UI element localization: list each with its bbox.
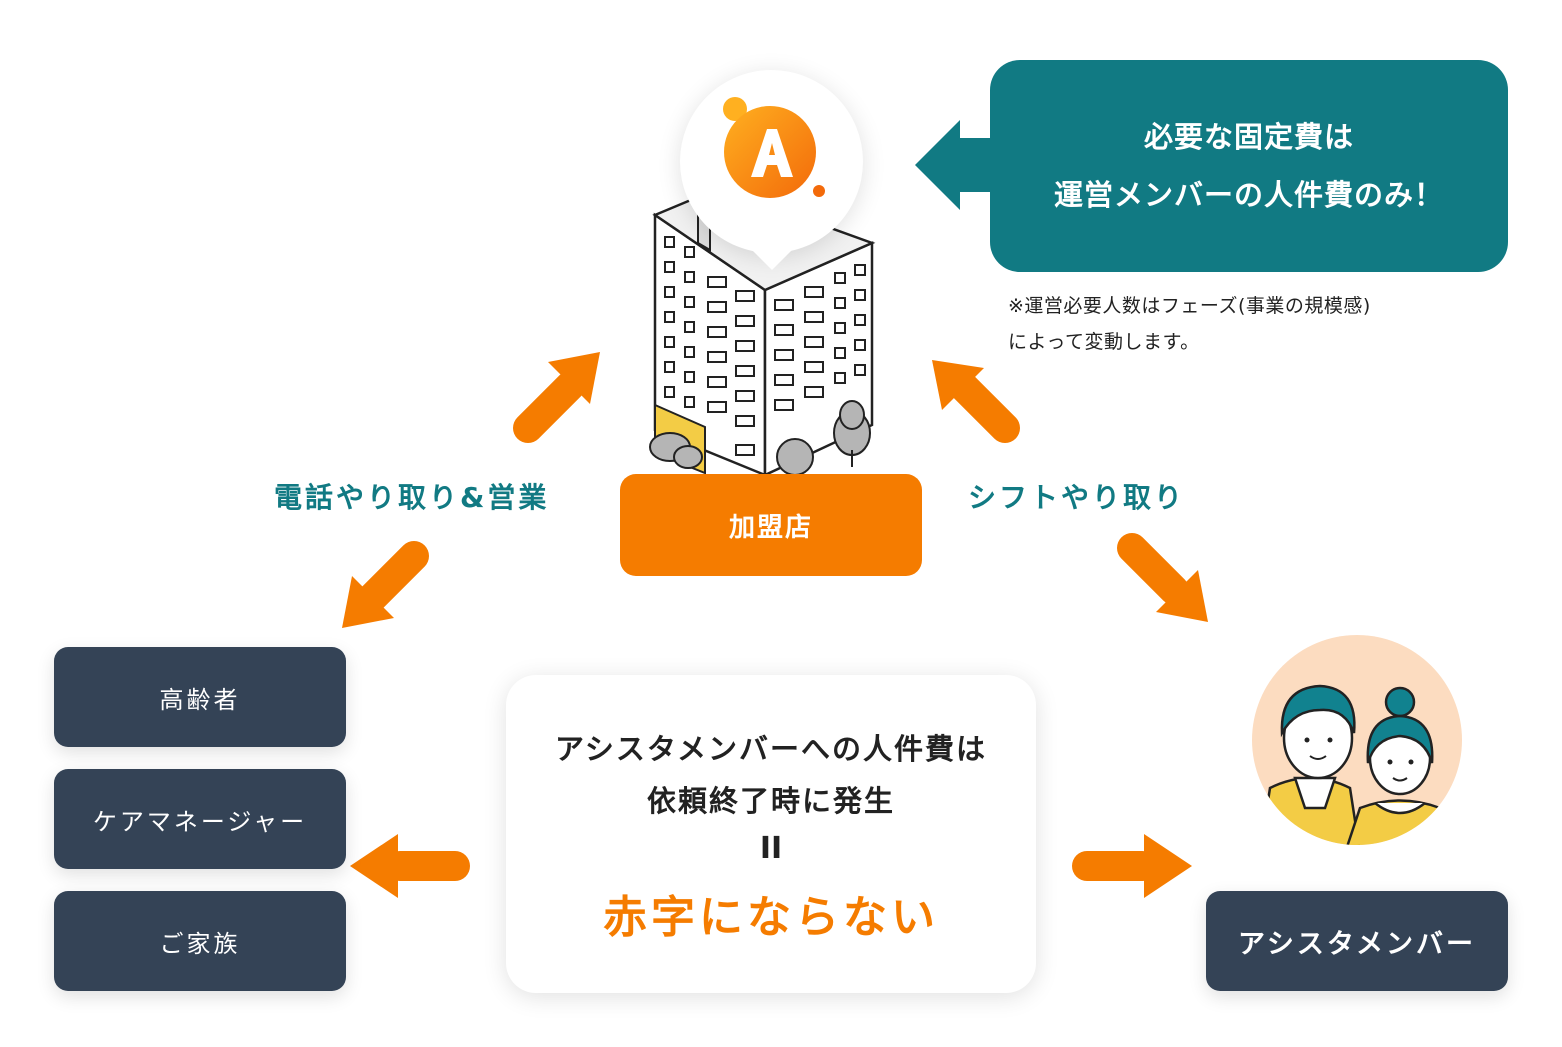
arrow-up-right-icon <box>513 352 600 443</box>
store-label: 加盟店 <box>620 474 922 576</box>
right-flow-label: シフトやり取り <box>968 481 1186 514</box>
note-line-1: ※運営必要人数はフェーズ(事業の規模感) <box>1008 295 1371 317</box>
client-box-care-manager: ケアマネージャー <box>54 769 346 869</box>
callout-arrow-icon <box>915 120 990 210</box>
callout-line-1: 必要な固定費は <box>1143 120 1354 154</box>
equals-sign: II <box>759 831 783 866</box>
bubble-line-1: アシスタメンバーへの人件費は <box>555 732 987 766</box>
logo-bubble-tail <box>750 248 794 270</box>
bubble-line-2: 依頼終了時に発生 <box>646 784 895 818</box>
logo-icon <box>723 97 825 198</box>
staffing-note: ※運営必要人数はフェーズ(事業の規模感) によって変動します。 <box>1008 288 1371 360</box>
arrow-down-left-icon <box>342 541 429 628</box>
left-flow-label: 電話やり取り&営業 <box>274 481 550 514</box>
client-box-elderly: 高齢者 <box>54 647 346 747</box>
arrow-right-icon <box>1072 834 1192 898</box>
note-line-2: によって変動します。 <box>1008 331 1200 353</box>
client-box-family: ご家族 <box>54 891 346 991</box>
arrow-down-right-icon <box>1117 533 1208 622</box>
member-label: アシスタメンバー <box>1206 891 1508 991</box>
cost-explanation-bubble: アシスタメンバーへの人件費は 依頼終了時に発生 II 赤字にならない <box>506 675 1036 993</box>
callout-line-2: 運営メンバーの人件費のみ！ <box>1053 178 1444 212</box>
fixed-cost-callout: 必要な固定費は 運営メンバーの人件費のみ！ <box>990 60 1508 272</box>
people-icon <box>1252 635 1462 845</box>
no-deficit-text: 赤字にならない <box>603 892 939 943</box>
arrow-left-icon <box>350 834 470 898</box>
arrow-up-left-icon <box>932 360 1020 443</box>
center-bubble-tail <box>747 627 793 679</box>
